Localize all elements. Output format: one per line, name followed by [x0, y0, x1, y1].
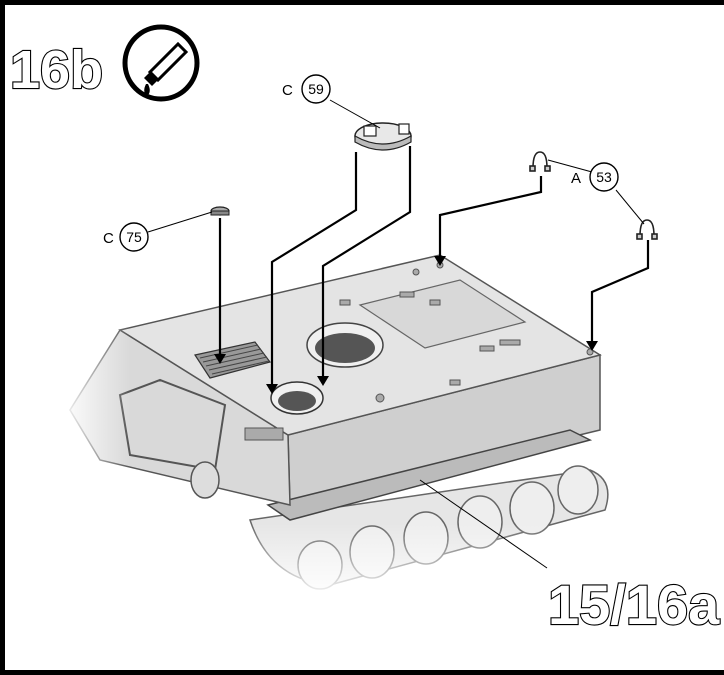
hatch-opening-small: [278, 391, 316, 411]
callout-a53: A 53: [571, 162, 619, 192]
callout-c59-sprue: C: [282, 82, 293, 99]
hatch-opening-large: [315, 333, 375, 363]
callout-a53-sprue: A: [571, 170, 581, 187]
callout-a53-number: 53: [596, 169, 612, 185]
part-a53-handle-2: [636, 219, 658, 240]
arrow-c59-left: [270, 152, 358, 388]
part-a53-handle-1: [529, 151, 551, 172]
callout-c59-number: 59: [308, 81, 324, 97]
assembly-reference: 15/16a: [548, 573, 720, 636]
vehicle-hull: [60, 254, 620, 600]
callout-c75: C 75: [103, 222, 149, 252]
leader-lines: [147, 99, 645, 569]
callout-c59: C 59: [282, 74, 331, 104]
callout-c75-number: 75: [126, 229, 142, 245]
arrow-heads: [214, 256, 598, 394]
part-c59-hatch: [354, 122, 412, 151]
arrow-c59-right: [321, 146, 412, 380]
callout-c75-sprue: C: [103, 230, 114, 247]
part-c75-knob: [210, 206, 230, 216]
glue-tube-icon: [122, 24, 200, 102]
arrow-a53-1: [438, 176, 543, 260]
step-number: 16b: [10, 40, 103, 100]
assembly-arrows: [218, 146, 650, 388]
arrow-a53-2: [590, 240, 650, 345]
